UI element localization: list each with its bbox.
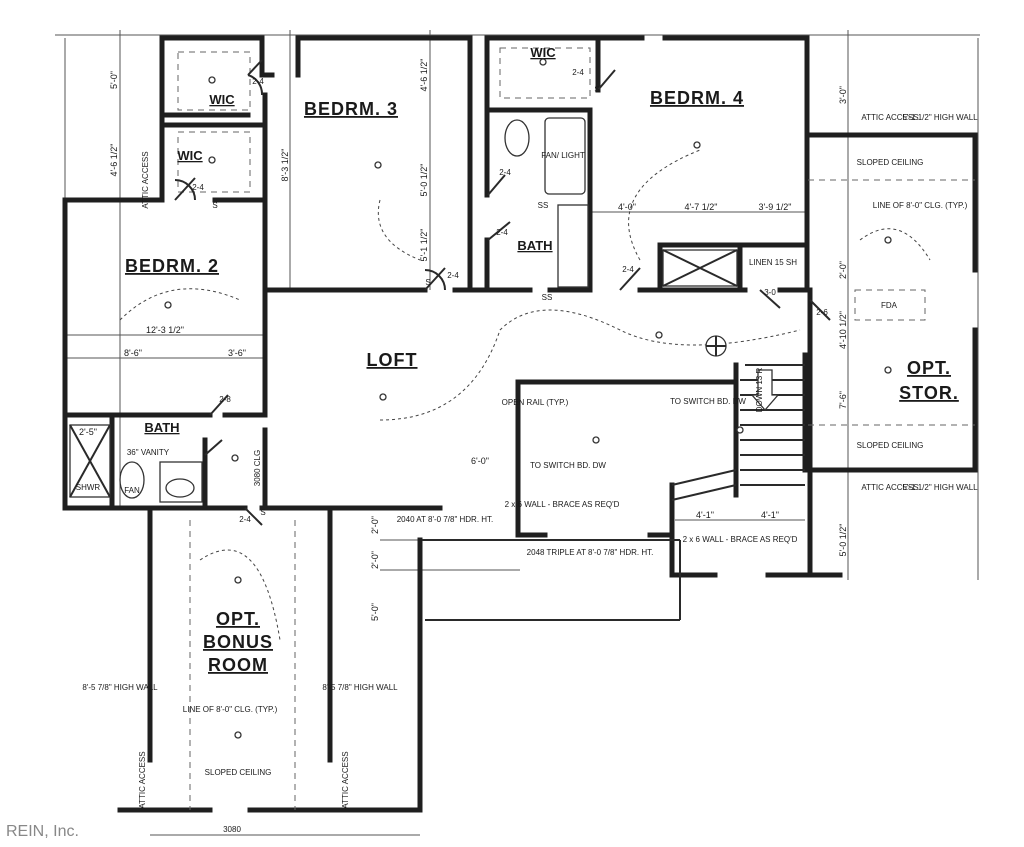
room-bonus-line1: OPT. (216, 609, 260, 629)
note-line-clg-2: LINE OF 8'-0" CLG. (TYP.) (183, 705, 278, 714)
room-stor-line2: STOR. (899, 383, 959, 403)
walls (62, 35, 978, 813)
notes: ATTIC ACCESS 5'-1 1/2" HIGH WALL ATTIC A… (76, 68, 978, 834)
watermark-text: REIN, Inc. (6, 823, 79, 840)
door-tag-10: 3-0 (764, 288, 776, 297)
door-tag-6: 2-4 (572, 68, 584, 77)
dim-3-0-right: 3'-0" (838, 86, 848, 104)
note-attic-3: ATTIC ACCESS (141, 151, 150, 208)
frame-lines (55, 30, 980, 836)
dim-4-1-a: 4'-1" (696, 510, 714, 520)
light-symbols (164, 58, 892, 739)
note-attic-1: ATTIC ACCESS (861, 113, 918, 122)
room-wic-1: WIC (209, 92, 235, 107)
note-line-clg-1: LINE OF 8'-0" CLG. (TYP.) (873, 201, 968, 210)
room-bedrm2: BEDRM. 2 (125, 256, 219, 276)
dim-2-5: 2'-5" (79, 427, 97, 437)
room-bath-2: BATH (517, 238, 552, 253)
note-vanity: 36" VANITY (127, 448, 170, 457)
note-door-2048: 2048 TRIPLE AT 8'-0 7/8" HDR. HT. (527, 548, 654, 557)
note-down: DOWN 13 R (755, 368, 764, 413)
dim-2-0-a: 2'-0" (370, 516, 380, 534)
dim-3-6: 3'-6" (228, 348, 246, 358)
note-fan: FAN (124, 486, 140, 495)
dim-2-0-b: 2'-0" (370, 551, 380, 569)
note-sloped-2: SLOPED CEILING (857, 441, 924, 450)
note-sloped-3: SLOPED CEILING (205, 768, 272, 777)
note-cased-opening: 3080 CLG (253, 450, 262, 486)
door-tag-4: 2-4 (496, 228, 508, 237)
door-tag-3: 2-4 (447, 271, 459, 280)
room-bonus-line3: ROOM (208, 655, 268, 675)
note-high-wall-left: 8'-5 7/8" HIGH WALL (82, 683, 158, 692)
room-bath-1: BATH (144, 420, 179, 435)
note-door-3080: 3080 (223, 825, 241, 834)
note-to-switch-1: TO SWITCH BD. DW (530, 461, 606, 470)
door-tag-5: 2-4 (499, 168, 511, 177)
dashed-lines (119, 47, 975, 810)
note-attic-4: ATTIC ACCESS (138, 751, 147, 808)
door-tag-11: 2-6 (816, 308, 828, 317)
dim-4-6-left: 4'-6 1/2" (109, 144, 119, 177)
stair-treads (671, 364, 805, 501)
note-shwr: SHWR (76, 483, 101, 492)
room-bedrm4: BEDRM. 4 (650, 88, 744, 108)
note-attic-2: ATTIC ACCESS (861, 483, 918, 492)
dim-4-10: 4'-10 1/2" (838, 311, 848, 349)
fixtures (69, 117, 780, 503)
dim-8-3: 8'-3 1/2" (280, 149, 290, 182)
switch-tag-3: S (212, 201, 217, 210)
dim-6-0: 6'-0" (471, 456, 489, 466)
dim-2-0-right: 2'-0" (838, 261, 848, 279)
room-stor-line1: OPT. (907, 358, 951, 378)
switch-tag-6: S (260, 508, 265, 517)
dim-4-6-right: 4'-6 1/2" (419, 59, 429, 92)
note-high-wall-2: 5'-1 1/2" HIGH WALL (902, 483, 978, 492)
door-tag-9: 2-8 (219, 395, 231, 404)
dim-4-7: 4'-7 1/2" (685, 202, 718, 212)
note-open-rail: OPEN RAIL (TYP.) (502, 398, 569, 407)
switch-tag-4: S (425, 278, 430, 287)
room-labels: BEDRM. 3 BEDRM. 4 BEDRM. 2 LOFT WIC WIC … (125, 45, 959, 675)
dim-5-0-bottom: 5'-0" (370, 603, 380, 621)
switch-tag-5: S (594, 85, 599, 94)
room-loft: LOFT (367, 350, 418, 370)
note-wall-brace-1: 2 x 6 WALL - BRACE AS REQ'D (505, 500, 620, 509)
door-swings (174, 59, 831, 526)
dim-8-6: 8'-6" (124, 348, 142, 358)
note-to-switch-2: TO SWITCH BD. DW (670, 397, 746, 406)
switch-tag-1: SS (538, 201, 549, 210)
door-tag-8: 2-4 (239, 515, 251, 524)
note-door-2040: 2040 AT 8'-0 7/8" HDR. HT. (397, 515, 494, 524)
door-tag-2: 2-4 (192, 183, 204, 192)
note-attic-5: ATTIC ACCESS (341, 751, 350, 808)
note-fda: FDA (881, 301, 898, 310)
dim-4-1-b: 4'-1" (761, 510, 779, 520)
note-fan-light: FAN/ LIGHT (541, 151, 585, 160)
dim-5-0-right: 5'-0 1/2" (838, 524, 848, 557)
dimension-labels: 5'-0" 4'-6 1/2" 4'-6 1/2" 8'-3 1/2" 5'-0… (79, 59, 848, 621)
dim-5-0: 5'-0" (109, 71, 119, 89)
note-wall-brace-2: 2 x 6 WALL - BRACE AS REQ'D (683, 535, 798, 544)
dim-5-0-half: 5'-0 1/2" (419, 164, 429, 197)
dim-12-3: 12'-3 1/2" (146, 325, 184, 335)
room-bedrm3: BEDRM. 3 (304, 99, 398, 119)
dim-7-6: 7'-6" (838, 391, 848, 409)
note-linen: LINEN 15 SH (749, 258, 797, 267)
note-sloped-1: SLOPED CEILING (857, 158, 924, 167)
door-tag-7: 2-4 (622, 265, 634, 274)
dim-4-0: 4'-0" (618, 202, 636, 212)
note-high-wall-1: 5'-1 1/2" HIGH WALL (902, 113, 978, 122)
door-tag-1: 2-4 (252, 77, 264, 86)
switch-tag-2: SS (542, 293, 553, 302)
dim-5-1: 5'-1 1/2" (419, 229, 429, 262)
room-wic-2: WIC (177, 148, 203, 163)
note-high-wall-right: 8'-5 7/8" HIGH WALL (322, 683, 398, 692)
room-bonus-line2: BONUS (203, 632, 273, 652)
room-wic-3: WIC (530, 45, 556, 60)
dim-3-9: 3'-9 1/2" (759, 202, 792, 212)
